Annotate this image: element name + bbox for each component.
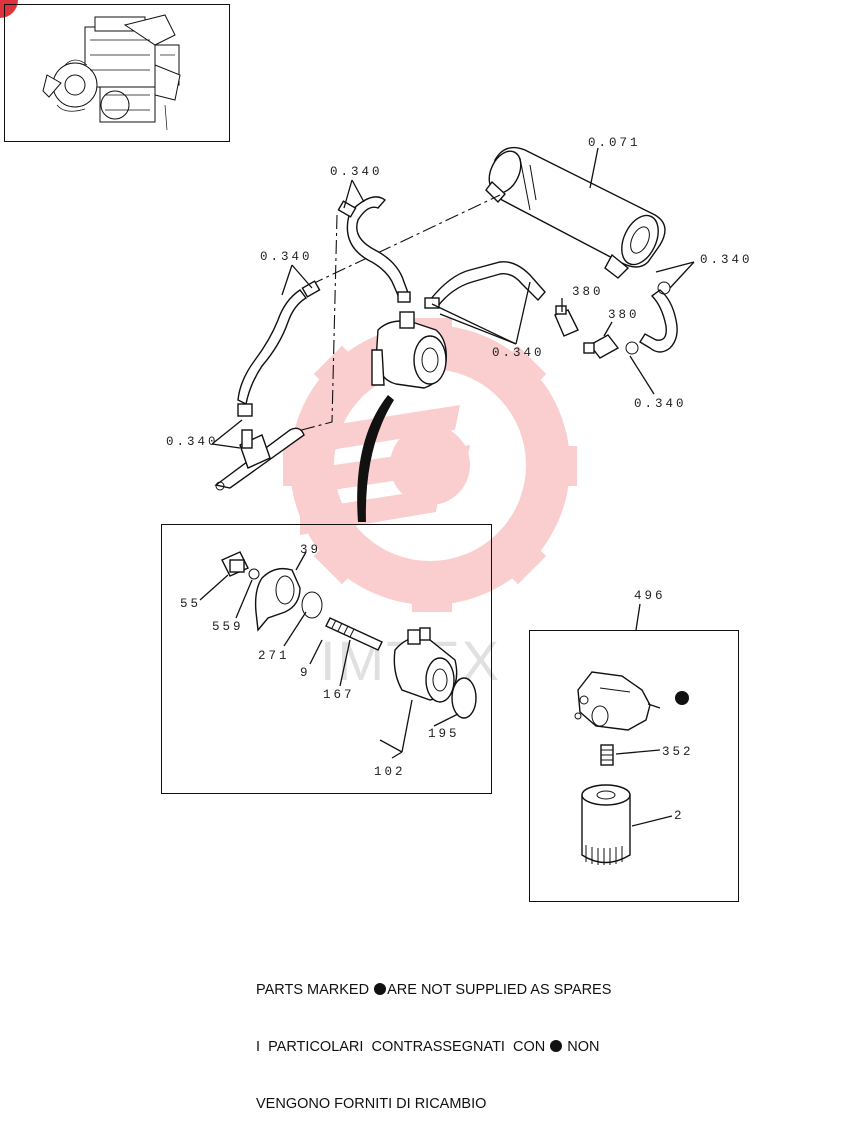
callout-380-lower: 380 bbox=[608, 308, 640, 322]
callout-380-upper: 380 bbox=[572, 285, 604, 299]
filled-dot-icon bbox=[374, 983, 387, 995]
callout-0071: 0.071 bbox=[588, 136, 641, 150]
footer-notes: PARTS MARKED ARE NOT SUPPLIED AS SPARES … bbox=[256, 943, 611, 1133]
oil-cooler-assembly bbox=[485, 146, 666, 279]
filter-496-diagram: 496 352 2 bbox=[574, 589, 694, 865]
callout-102: 102 bbox=[374, 765, 406, 779]
engine-thumbnail bbox=[42, 14, 181, 131]
callout-167: 167 bbox=[323, 688, 355, 702]
filter-head-main bbox=[371, 311, 447, 389]
callout-195: 195 bbox=[428, 727, 460, 741]
upper-hose bbox=[337, 196, 411, 303]
note-line-2: I PARTICOLARI CONTRASSEGNATI CON NON bbox=[256, 1039, 600, 1055]
callout-2: 2 bbox=[674, 809, 685, 823]
middle-hose bbox=[424, 261, 546, 309]
callout-352: 352 bbox=[662, 745, 694, 759]
callout-0340-bracket: 0.340 bbox=[166, 435, 219, 449]
left-hose bbox=[214, 280, 321, 491]
callout-0340-middle: 0.340 bbox=[492, 346, 545, 360]
filled-dot-icon bbox=[550, 1040, 563, 1052]
not-supplied-marker bbox=[675, 691, 689, 705]
engine-thumbnail-frame bbox=[4, 4, 230, 142]
exploded-diagram: 0.071 0.340 0.340 0.340 0.340 0.340 0.34… bbox=[166, 136, 753, 522]
callout-271: 271 bbox=[258, 649, 290, 663]
callout-0340-left: 0.340 bbox=[260, 250, 313, 264]
callout-39: 39 bbox=[300, 543, 321, 557]
detail-diagram: 39 55 559 271 9 167 102 195 bbox=[180, 543, 477, 779]
callout-9: 9 bbox=[300, 666, 311, 680]
callout-496: 496 bbox=[634, 589, 666, 603]
note-line-1: PARTS MARKED ARE NOT SUPPLIED AS SPARES bbox=[256, 982, 612, 998]
callout-0340-top: 0.340 bbox=[330, 165, 383, 179]
callout-55: 55 bbox=[180, 597, 201, 611]
fittings-380 bbox=[554, 305, 620, 359]
detail-frame-filter-head bbox=[161, 524, 492, 794]
callout-0340-lower-right: 0.340 bbox=[634, 397, 687, 411]
detail-frame-filter-496 bbox=[529, 630, 739, 902]
callout-559: 559 bbox=[212, 620, 244, 634]
callout-0340-right: 0.340 bbox=[700, 253, 753, 267]
note-line-3: VENGONO FORNITI DI RICAMBIO bbox=[256, 1096, 487, 1112]
